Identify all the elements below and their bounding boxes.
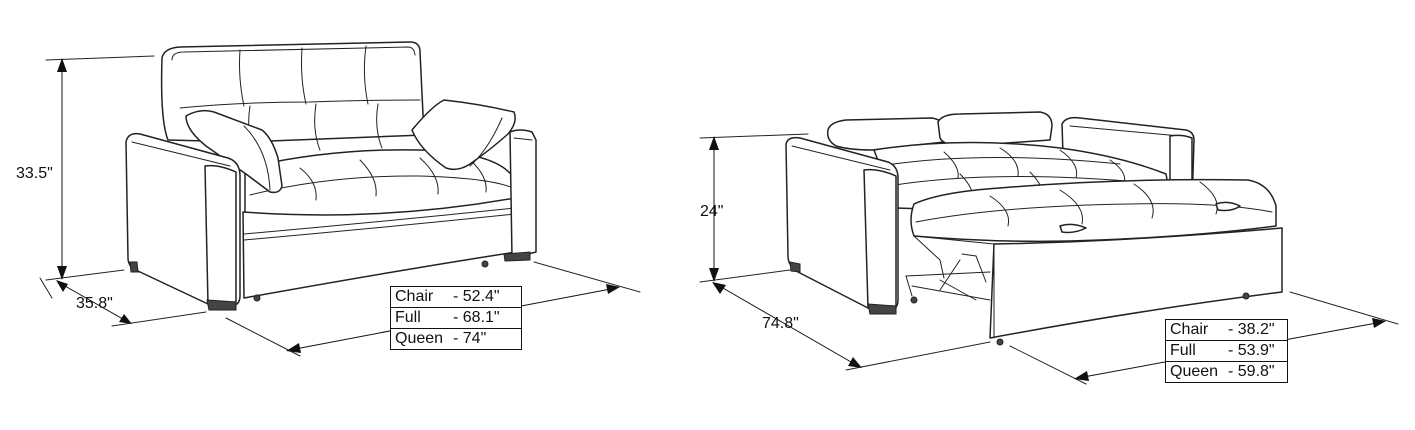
size-name: Full	[1170, 342, 1196, 359]
size-name: Queen	[395, 330, 444, 347]
size-name: Queen	[1170, 363, 1219, 380]
bed-depth-label: 74.8"	[762, 315, 799, 332]
table-row: Chair - 52.4"	[390, 286, 522, 308]
size-name: Full	[395, 309, 421, 326]
sofa-drawing	[125, 41, 537, 311]
table-row: Full - 53.9"	[1165, 340, 1288, 362]
size-value: - 53.9"	[1228, 342, 1275, 359]
bed-height-label: 24"	[700, 203, 723, 220]
size-value: - 52.4"	[453, 288, 500, 305]
bed-depth-dimension	[712, 282, 991, 371]
bed-drawing	[785, 111, 1283, 346]
size-value: - 68.1"	[453, 309, 500, 326]
size-value: - 38.2"	[1228, 321, 1275, 338]
sofa-depth-label: 35.8"	[76, 295, 113, 312]
size-name: Chair	[395, 288, 434, 305]
sofa-width-dimension	[225, 261, 641, 357]
table-row: Chair - 38.2"	[1165, 319, 1288, 341]
size-name: Chair	[1170, 321, 1209, 338]
size-value: - 74"	[453, 330, 487, 347]
bed-height-dimension	[699, 133, 809, 283]
table-row: Queen - 59.8"	[1165, 361, 1288, 383]
table-row: Full - 68.1"	[390, 307, 522, 329]
sofa-width-table: Chair - 52.4" Full - 68.1" Queen - 74"	[390, 286, 522, 350]
bed-width-table: Chair - 38.2" Full - 53.9" Queen - 59.8"	[1165, 319, 1288, 383]
size-value: - 59.8"	[1228, 363, 1275, 380]
sofa-depth-dimension	[39, 277, 207, 327]
sofa-height-label: 33.5"	[16, 165, 53, 182]
sofa-height-dimension	[45, 55, 155, 281]
table-row: Queen - 74"	[390, 328, 522, 350]
